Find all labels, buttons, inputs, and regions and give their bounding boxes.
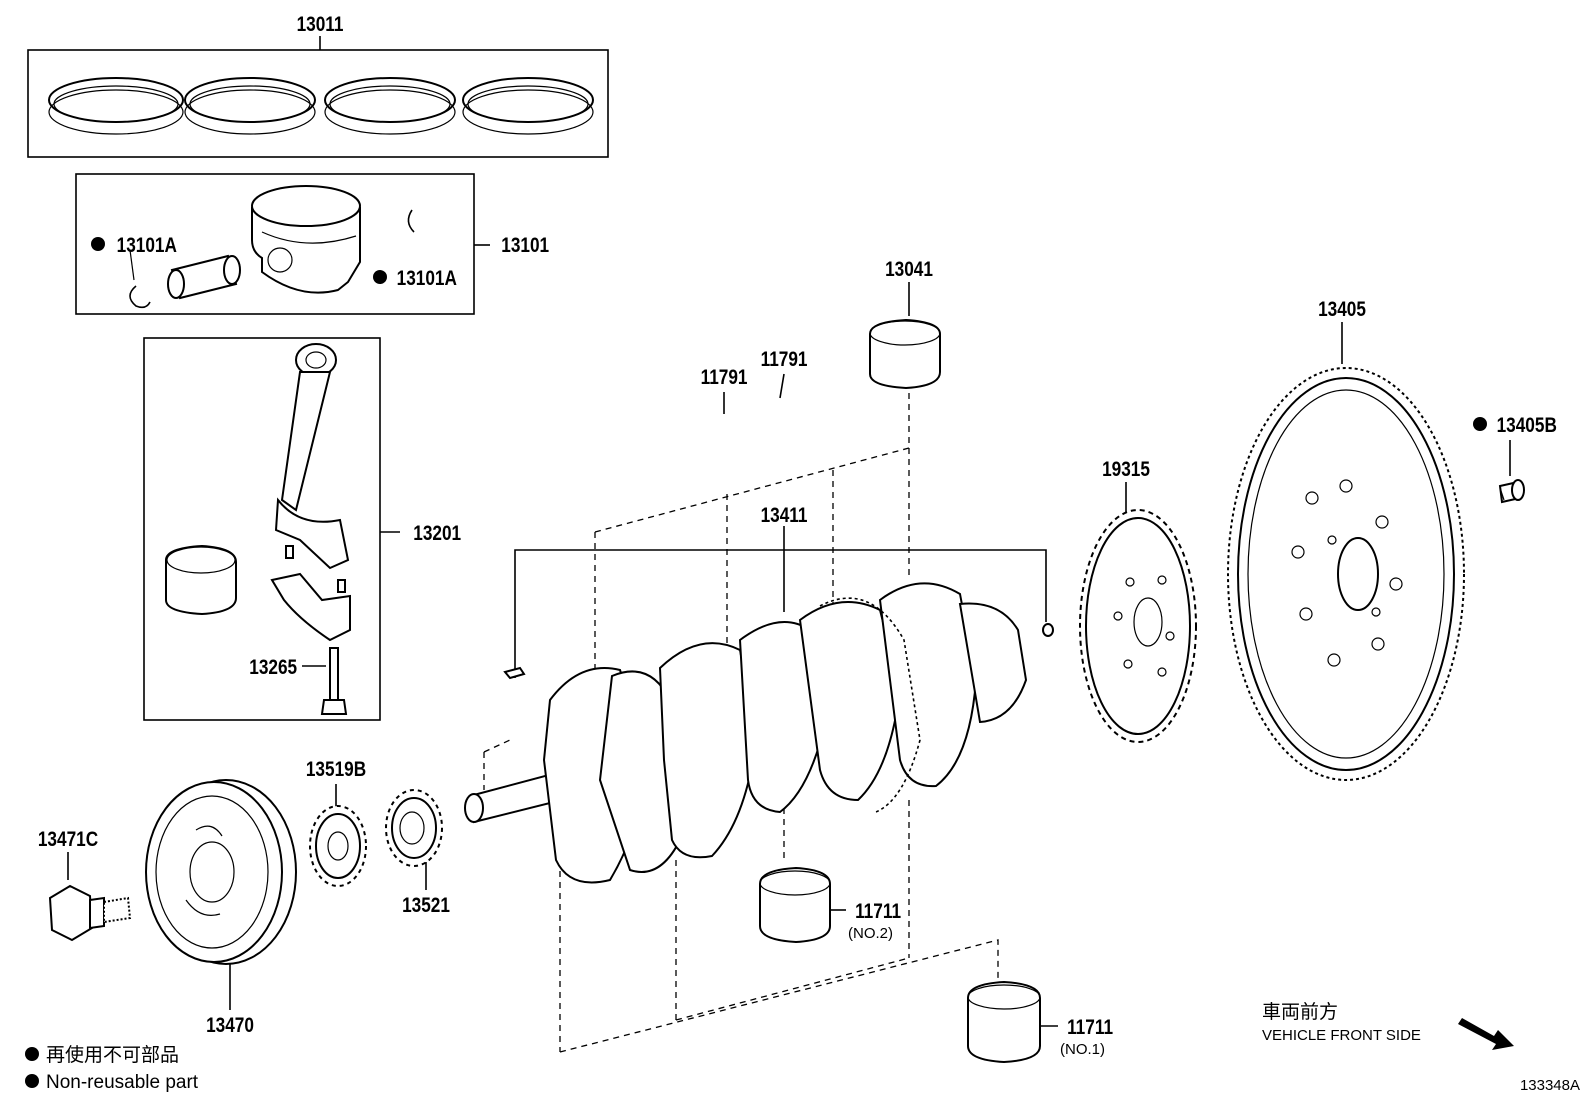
part-number-13519b: 13519B [306,759,366,782]
part-number-13471c: 13471C [38,829,98,852]
part-number-13101a-left: 13101A [117,235,177,258]
piston-ring-set[interactable]: 13011 [27,14,609,158]
rod-bearing [165,544,237,616]
crank-sprocket-2[interactable]: 13521 [385,789,450,918]
piston-sub-assembly[interactable]: 13101A 13101A 13101 [75,173,549,315]
part-number-13041: 13041 [885,259,933,282]
crank-sprocket[interactable]: 13519B [306,759,367,887]
part-number-11711-no2: 11711 [855,901,901,924]
part-number-13405b: 13405B [1497,415,1557,438]
timing-rotor[interactable]: 19315 [1079,459,1197,743]
part-number-13470: 13470 [206,1015,254,1038]
piston-ring [48,77,184,135]
pulley-bolt[interactable]: 13471C [38,829,132,942]
crank-pulley[interactable]: 13470 [145,779,297,1038]
part-number-13405: 13405 [1318,299,1366,322]
part-number-13011: 13011 [297,14,344,37]
crankshaft[interactable] [464,388,1054,1053]
part-number-11711-no1: 11711 [1067,1017,1113,1040]
main-bearing-no2[interactable]: 11711 (NO.2) [759,866,901,944]
legend-label-en: Non-reusable part [46,1072,199,1093]
rod-bolt [320,647,348,715]
part-number-19315: 19315 [1102,459,1150,482]
non-reusable-dot-icon [91,237,105,251]
non-reusable-dot-icon [1473,417,1487,431]
orientation-label-en: VEHICLE FRONT SIDE [1262,1027,1421,1044]
connecting-rod [270,343,351,642]
drawing-id: 133348A [1520,1077,1580,1094]
piston-ring [324,77,456,135]
part-number-13265: 13265 [249,657,297,680]
vehicle-front-indicator: 車両前方 VEHICLE FRONT SIDE [1262,1001,1514,1050]
part-number-13411: 13411 [761,505,808,528]
bearing-no2-note: (NO.2) [848,925,893,942]
bearing-no1-note: (NO.1) [1060,1041,1105,1058]
part-number-13101: 13101 [501,235,549,258]
non-reusable-dot-icon [25,1047,39,1061]
connecting-rod-assembly[interactable]: 13201 13265 [143,337,461,721]
legend-label-jp: 再使用不可部品 [46,1044,179,1066]
thrust-washers[interactable]: 11791 11791 [701,349,813,467]
piston-ring [184,77,316,135]
flywheel-bolt[interactable]: 13405B [1473,415,1557,504]
crankshaft-bearing-upper[interactable]: 13041 [869,259,941,390]
main-bearing-no1[interactable]: 11711 (NO.1) [967,980,1113,1064]
orientation-label-jp: 車両前方 [1262,1001,1338,1023]
part-number-11791-left: 11791 [701,367,748,390]
snap-ring [129,285,151,309]
flywheel[interactable]: 13405 [1227,299,1465,781]
non-reusable-dot-icon [373,270,387,284]
legend: 再使用不可部品 Non-reusable part [25,1044,199,1093]
part-number-13521: 13521 [402,895,450,918]
part-number-11791-right: 11791 [761,349,808,372]
non-reusable-dot-icon [25,1074,39,1088]
part-number-13101a-right: 13101A [397,268,457,291]
snap-ring [407,209,415,233]
piston-ring [462,77,594,135]
direction-arrow-icon [1458,1018,1514,1050]
piston-pin [167,254,241,300]
piston [251,185,361,294]
part-number-13201: 13201 [413,523,461,546]
